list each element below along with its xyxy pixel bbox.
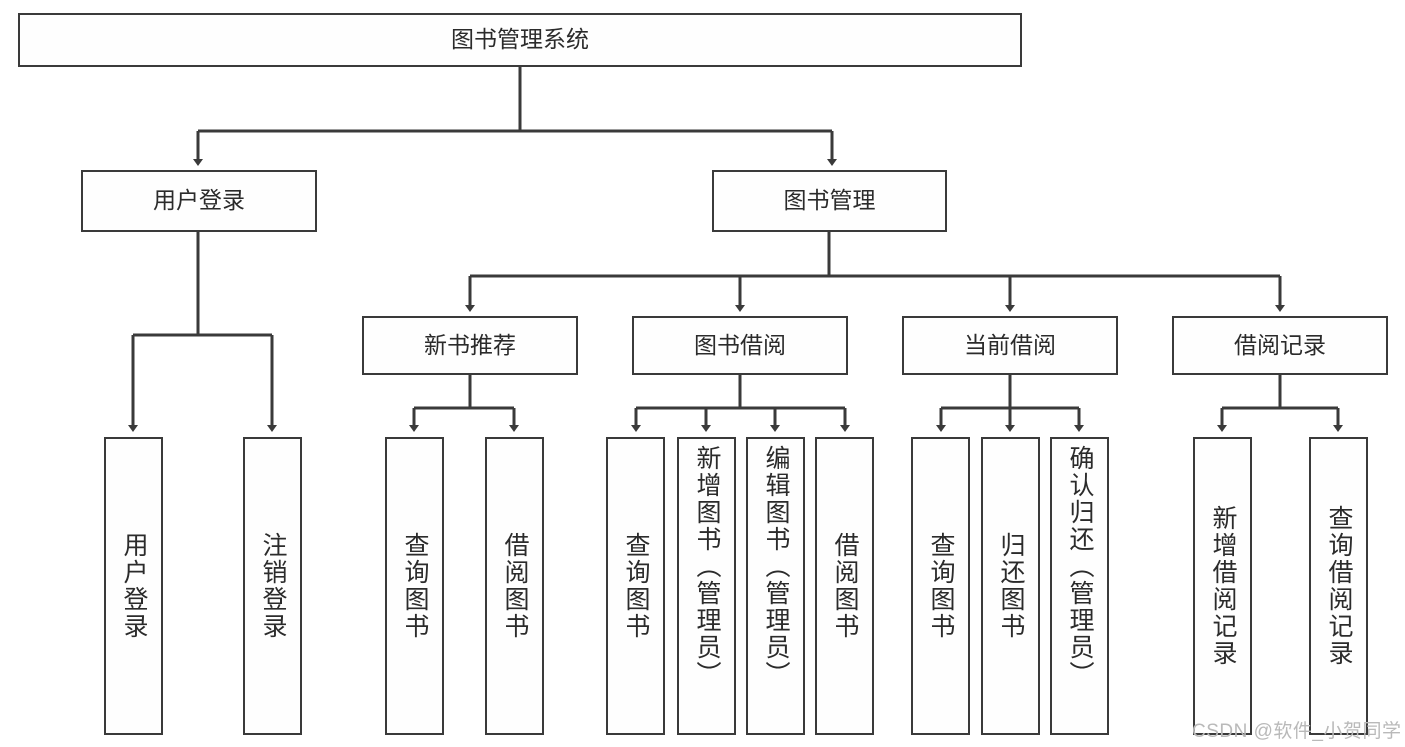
node-current-borrow-label: 当前借阅 [964,331,1056,358]
node-leaf-query-book-3-label: 查询图书 [927,532,955,640]
node-leaf-add-book-label: 新增图书（管理员） [693,445,721,688]
node-leaf-return-book-label: 归还图书 [997,532,1025,640]
node-book-borrow[interactable]: 图书借阅 [632,316,848,375]
node-leaf-add-borrow-record-label: 新增借阅记录 [1209,505,1237,667]
node-new-book-recommend[interactable]: 新书推荐 [362,316,578,375]
node-leaf-user-login-label: 用户登录 [120,532,148,640]
node-book-management-label: 图书管理 [783,187,876,214]
node-leaf-logout-login[interactable]: 注销登录 [243,437,302,735]
node-leaf-query-book-1-label: 查询图书 [401,532,429,640]
node-root-label: 图书管理系统 [451,26,589,53]
node-book-management[interactable]: 图书管理 [712,170,947,232]
node-user-login[interactable]: 用户登录 [81,170,317,232]
node-leaf-confirm-return[interactable]: 确认归还（管理员） [1050,437,1109,735]
node-leaf-add-borrow-record[interactable]: 新增借阅记录 [1193,437,1252,735]
node-leaf-user-login[interactable]: 用户登录 [104,437,163,735]
node-leaf-query-book-1[interactable]: 查询图书 [385,437,444,735]
node-current-borrow[interactable]: 当前借阅 [902,316,1118,375]
node-leaf-borrow-book-1-label: 借阅图书 [501,532,529,640]
node-leaf-borrow-book-2-label: 借阅图书 [831,532,859,640]
node-borrow-record-label: 借阅记录 [1234,331,1326,358]
node-leaf-query-book-3[interactable]: 查询图书 [911,437,970,735]
node-leaf-edit-book[interactable]: 编辑图书（管理员） [746,437,805,735]
node-leaf-query-borrow-record[interactable]: 查询借阅记录 [1309,437,1368,735]
node-borrow-record[interactable]: 借阅记录 [1172,316,1388,375]
node-leaf-return-book[interactable]: 归还图书 [981,437,1040,735]
node-new-book-recommend-label: 新书推荐 [424,331,516,358]
node-leaf-logout-login-label: 注销登录 [259,532,287,640]
node-leaf-add-book[interactable]: 新增图书（管理员） [677,437,736,735]
node-leaf-borrow-book-1[interactable]: 借阅图书 [485,437,544,735]
node-leaf-confirm-return-label: 确认归还（管理员） [1066,445,1094,688]
node-book-borrow-label: 图书借阅 [694,331,786,358]
node-user-login-label: 用户登录 [153,187,245,214]
node-leaf-query-book-2[interactable]: 查询图书 [606,437,665,735]
node-leaf-query-borrow-record-label: 查询借阅记录 [1325,505,1353,667]
node-leaf-borrow-book-2[interactable]: 借阅图书 [815,437,874,735]
node-leaf-edit-book-label: 编辑图书（管理员） [762,445,790,688]
node-leaf-query-book-2-label: 查询图书 [622,532,650,640]
node-root[interactable]: 图书管理系统 [18,13,1022,67]
